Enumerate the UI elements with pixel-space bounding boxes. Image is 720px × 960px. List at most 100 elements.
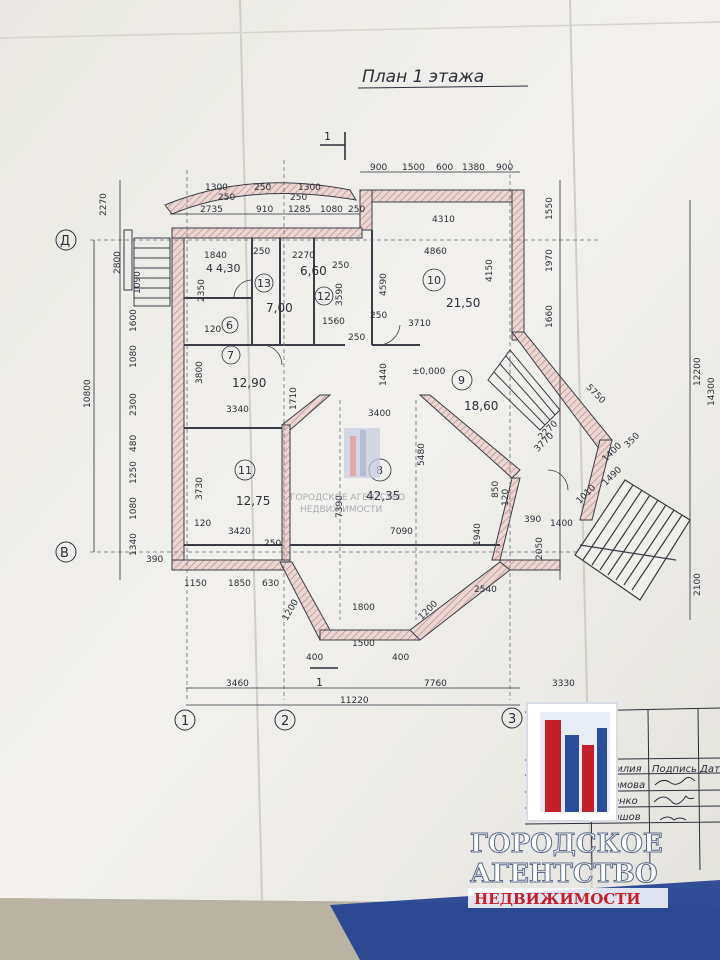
dimension-label: 3590 (335, 283, 345, 306)
dimension-label: 1840 (204, 251, 227, 261)
room-labels: 4 4,30 6 7 12,90 8 42,35 9 18,60 10 21,5… (206, 262, 498, 508)
dimension-label: 1080 (320, 205, 343, 215)
room-number: 7 (227, 349, 234, 362)
dimension-label: 1250 (129, 461, 139, 484)
top-dimensions: 900 1500 600 1380 900 1300 250 1300 250 … (170, 163, 520, 215)
bottom-dimensions: 3460 7760 3330 11220 (186, 679, 575, 706)
room-area: 6,60 (300, 264, 327, 278)
room-area: 4,30 (216, 262, 241, 275)
dimension-label: 600 (436, 163, 453, 173)
room-area: 12,90 (232, 376, 266, 390)
dimension-label: 1340 (129, 533, 139, 556)
dimension-label: 2800 (113, 251, 123, 274)
room-area: 21,50 (446, 296, 480, 310)
dimension-label: 14300 (707, 377, 717, 406)
dimension-label: 400 (392, 653, 409, 663)
dimension-label: 2300 (129, 393, 139, 416)
dimension-label: 1550 (545, 197, 555, 220)
dimension-label: 120 (501, 489, 511, 506)
dimension-label: 250 (218, 193, 235, 203)
room-number: 12 (317, 290, 331, 303)
dimension-label: 1440 (379, 363, 389, 386)
section-mark-top: 1 (324, 130, 331, 143)
dimension-label: 7760 (424, 679, 447, 689)
dimension-label: 1080 (129, 497, 139, 520)
room-number: 10 (427, 274, 441, 287)
guide-lines (90, 160, 600, 700)
dimension-label: 1285 (288, 205, 311, 215)
plan-title: План 1 этажа (362, 67, 484, 87)
dimension-label: 910 (256, 205, 273, 215)
dimension-label: 900 (496, 163, 513, 173)
dimension-label: 1150 (184, 579, 207, 589)
axis-label: 2 (281, 714, 289, 729)
dimension-label: 4590 (379, 273, 389, 296)
terrace-stairs-right (574, 479, 691, 601)
dimension-label: 250 (348, 333, 365, 343)
axis-label: В (60, 546, 69, 561)
dimension-label: 900 (370, 163, 387, 173)
dimension-label: 12200 (693, 357, 703, 386)
room-number: 4 (206, 262, 213, 275)
dimension-label: 250 (264, 539, 281, 549)
dimension-label: 3400 (368, 409, 391, 419)
dimension-label: 1090 (133, 271, 143, 294)
dimension-label: 10800 (83, 379, 93, 408)
dimension-label: 1380 (462, 163, 485, 173)
dimension-label: 1500 (352, 639, 375, 649)
dimension-label: 1800 (352, 603, 375, 613)
agency-name-line1: ГОРОДСКОЕ (470, 829, 663, 859)
dimension-label: 250 (254, 183, 271, 193)
dimension-label: 400 (306, 653, 323, 663)
axis-label: 3 (508, 712, 516, 727)
dimension-label: 3800 (195, 361, 205, 384)
dimension-label: 3460 (226, 679, 249, 689)
dimension-label: 3340 (226, 405, 249, 415)
exterior-walls (164, 182, 613, 641)
dimension-label: 120 (194, 519, 211, 529)
dimension-label: 1500 (402, 163, 425, 173)
room-area: 42,35 (366, 489, 400, 503)
dimension-label: 11220 (340, 696, 369, 706)
watermark-text: ГОРОДСКОЕ АГЕНТСТВО (290, 493, 405, 503)
dimension-label: 1850 (228, 579, 251, 589)
agency-logo: ГОРОДСКОЕ АГЕНТСТВО НЕДВИЖИМОСТИ (468, 702, 668, 908)
dimension-label: 3710 (408, 319, 431, 329)
dimension-label: 1600 (129, 309, 139, 332)
dimension-label: 4150 (485, 259, 495, 282)
dimension-label: 250 (332, 261, 349, 271)
dimension-label: 2735 (200, 205, 223, 215)
agency-name-line2: АГЕНТСТВО (470, 859, 658, 889)
watermark-text: НЕДВИЖИМОСТИ (300, 505, 382, 515)
room-number: 9 (458, 374, 465, 387)
dimension-label: 1560 (322, 317, 345, 327)
dimension-label: 1400 (550, 519, 573, 529)
room-number: 11 (238, 464, 252, 477)
dimension-label: 250 (348, 205, 365, 215)
title-block-header: Дата (699, 764, 720, 775)
title-block-header: Подпись (652, 764, 697, 775)
room-area: 18,60 (464, 399, 498, 413)
dimension-label: 250 (290, 193, 307, 203)
dimension-label: 2350 (197, 279, 207, 302)
dimension-label: 120 (204, 325, 221, 335)
dimension-label: 4310 (432, 215, 455, 225)
signature-marks (653, 776, 696, 821)
dimension-label: 1300 (298, 183, 321, 193)
dimension-label: 850 (491, 481, 501, 498)
interior-walls (184, 230, 500, 546)
level-mark: ±0,000 (412, 367, 446, 377)
dimension-label: 1710 (289, 387, 299, 410)
dimension-label: 390 (146, 555, 163, 565)
interior-staircase (487, 349, 561, 431)
dimension-label: 1660 (545, 305, 555, 328)
axis-label: Д (60, 234, 70, 249)
agency-name-line3: НЕДВИЖИМОСТИ (474, 890, 641, 908)
dimension-label: 250 (370, 311, 387, 321)
dimension-label: 2050 (535, 537, 545, 560)
section-mark-bottom: 1 (316, 676, 323, 689)
dimension-label: 7390 (335, 495, 345, 518)
dimension-label: 2540 (474, 585, 497, 595)
